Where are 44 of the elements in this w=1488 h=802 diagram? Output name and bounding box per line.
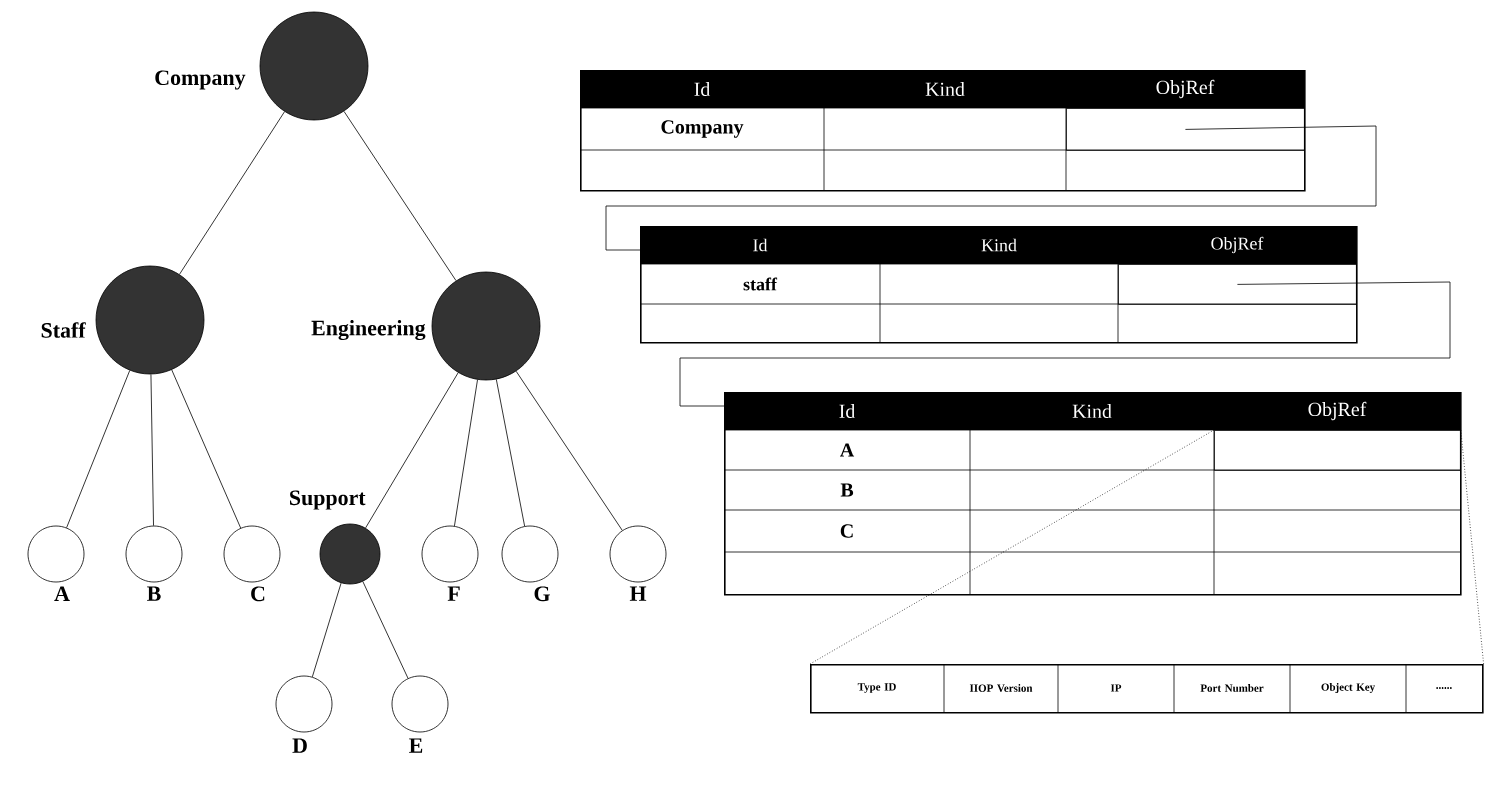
table-cell — [1214, 430, 1461, 471]
node-label: G — [534, 586, 550, 602]
node-label: B — [147, 586, 161, 601]
header-cell: ObjRef — [1156, 79, 1215, 99]
dotted-line — [1460, 429, 1484, 665]
connector-line — [679, 281, 1451, 407]
header-cell: Id — [753, 238, 768, 252]
table-cell: A — [840, 443, 855, 457]
table-cell — [1118, 264, 1357, 305]
table-cell: staff — [743, 277, 778, 291]
header-cell: ObjRef — [1211, 236, 1264, 254]
node-label: H — [629, 586, 647, 601]
tree-line — [515, 370, 623, 531]
node-label: Support — [290, 490, 366, 510]
connector-line — [605, 125, 1377, 251]
dotted-line — [809, 429, 1215, 665]
header-cell: Id — [694, 82, 711, 96]
tree-line — [362, 581, 409, 679]
tree-line — [66, 370, 131, 529]
node-label: C — [251, 586, 265, 602]
node-label: Company — [155, 70, 246, 90]
tree-line — [150, 374, 154, 526]
node-label: E — [409, 738, 423, 753]
header-cell: Kind — [925, 82, 965, 96]
node-label: Engineering — [311, 320, 426, 341]
tree-line — [454, 379, 478, 527]
node-label: A — [54, 586, 70, 601]
table-cell — [1066, 108, 1305, 151]
tree-line — [343, 110, 457, 282]
node-label: D — [292, 738, 307, 753]
table-cell: C — [840, 524, 853, 538]
header-cell: ObjRef — [1308, 401, 1367, 421]
tree-line — [311, 582, 342, 678]
node-label: Staff — [41, 322, 86, 338]
table-cell: B — [840, 483, 854, 497]
header-cell: Kind — [1072, 404, 1112, 418]
header-cell: Id — [839, 404, 856, 418]
table-cell: Company — [661, 120, 744, 138]
tree-line — [179, 111, 285, 275]
node-label: F — [447, 586, 460, 601]
tree-line — [365, 372, 459, 529]
header-cell: Kind — [981, 238, 1017, 252]
tree-line — [171, 369, 242, 529]
tree-line — [495, 379, 526, 527]
